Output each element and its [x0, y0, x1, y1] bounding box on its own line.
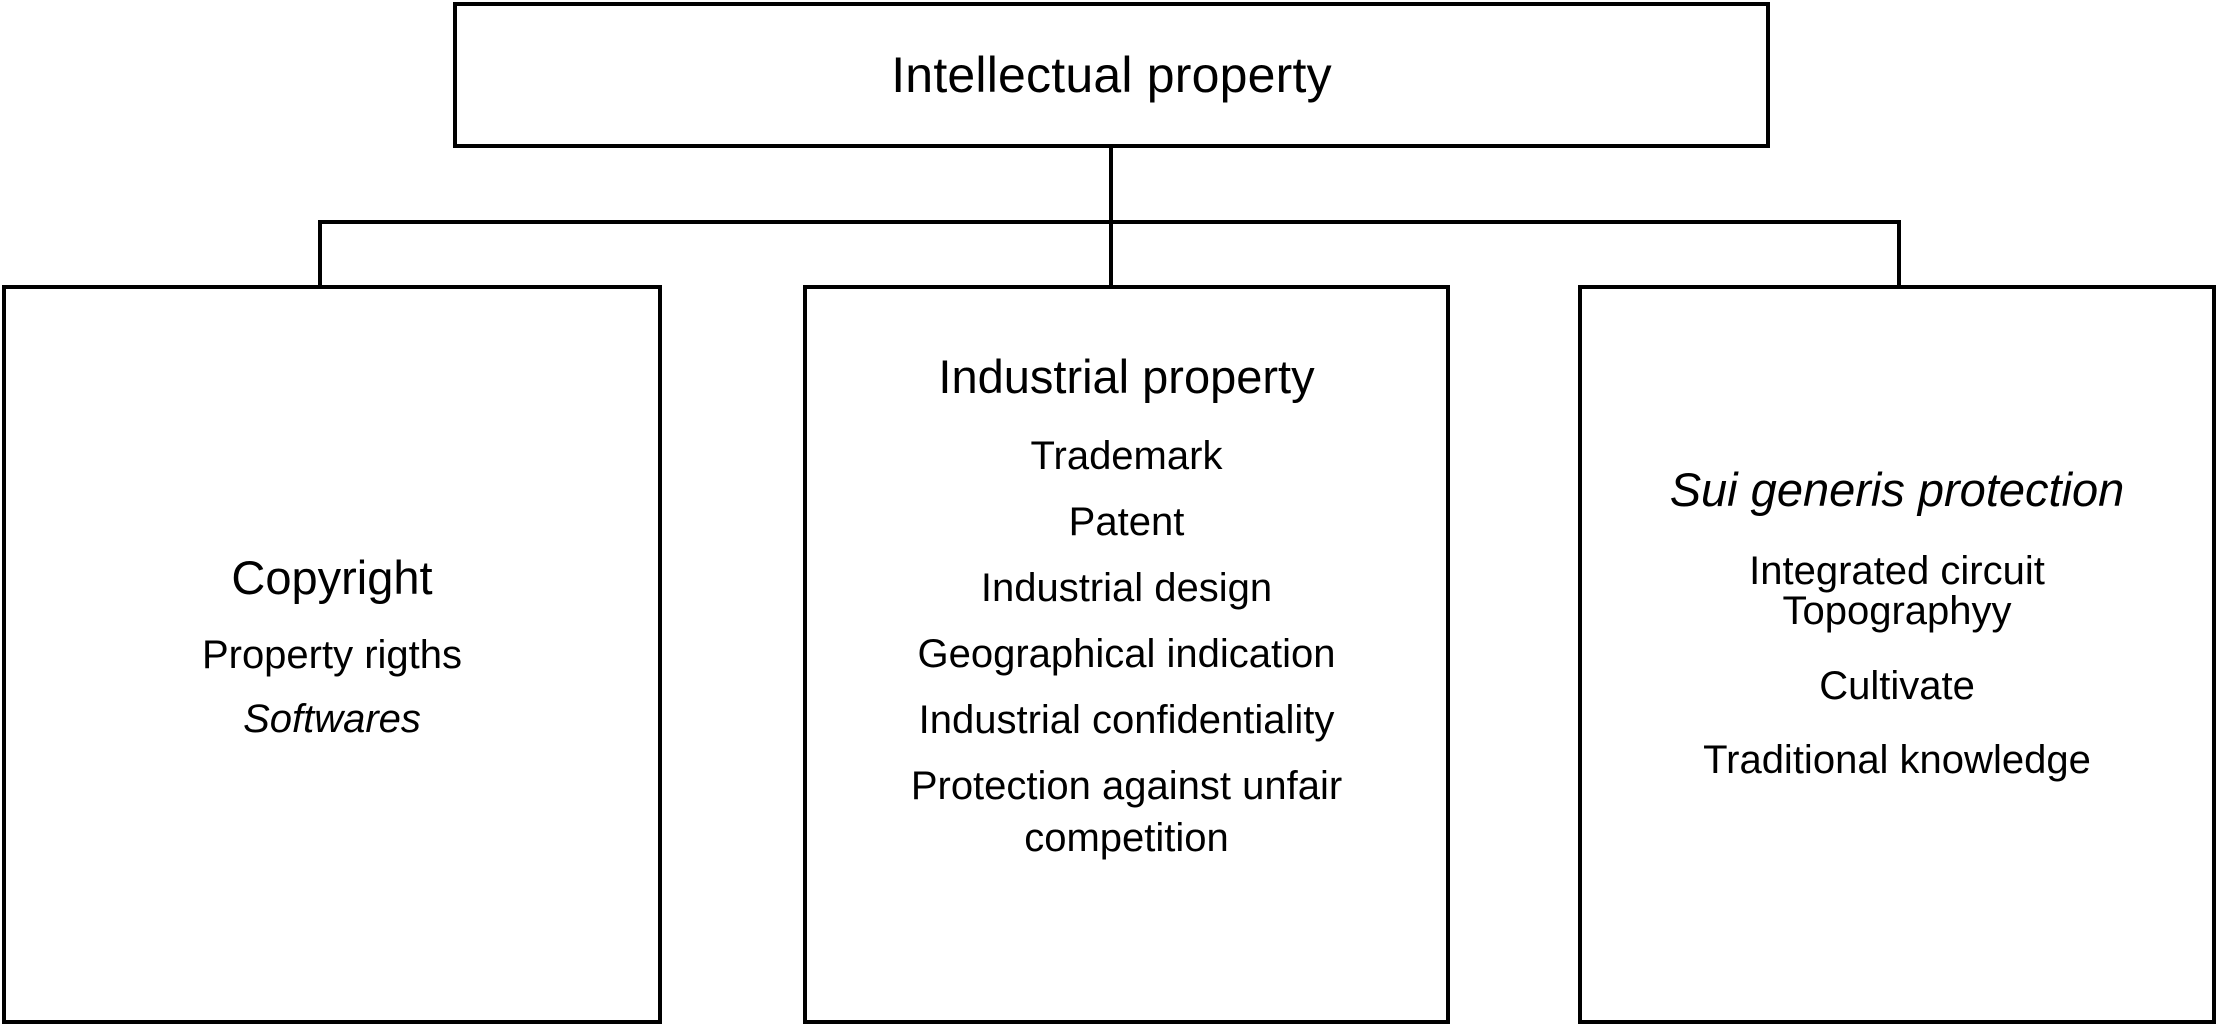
- list-item: Softwares: [243, 696, 421, 741]
- list-item: Property rigths: [201, 632, 463, 677]
- connector-drop-copyright: [318, 220, 322, 287]
- connector-drop-industrial: [1109, 220, 1113, 287]
- list-item: Industrial confidentiality: [918, 697, 1335, 742]
- list-item: Cultivate: [1819, 664, 1975, 709]
- industrial-property-title: Industrial property: [938, 350, 1315, 403]
- sui-generis-protection-title: Sui generis protection: [1669, 463, 2125, 516]
- industrial-property-item-list: Trademark Patent Industrial design Geogr…: [807, 430, 1446, 878]
- connector-drop-suigeneris: [1897, 220, 1901, 287]
- list-item: Industrial design: [980, 565, 1273, 610]
- root-node-label: Intellectual property: [891, 47, 1332, 103]
- sui-generis-item-list: Integrated circuit Topographyy Cultivate…: [1582, 549, 2212, 809]
- list-item: Patent: [1068, 499, 1185, 544]
- copyright-item-list: Property rigths Softwares: [6, 629, 658, 757]
- node-intellectual-property: Intellectual property: [453, 2, 1770, 148]
- list-item: Integrated circuit: [1749, 548, 2045, 593]
- list-item: Trademark: [1030, 433, 1223, 478]
- node-sui-generis-protection: Sui generis protection Integrated circui…: [1578, 285, 2216, 1024]
- node-copyright: Copyright Property rigths Softwares: [2, 285, 662, 1024]
- connector-root-stem: [1109, 146, 1113, 224]
- list-item: Topographyy: [1782, 589, 2012, 634]
- list-item: Traditional knowledge: [1703, 738, 2091, 783]
- node-industrial-property: Industrial property Trademark Patent Ind…: [803, 285, 1450, 1024]
- list-item: Protection against unfair competition: [910, 763, 1343, 860]
- list-item: Geographical indication: [917, 631, 1336, 676]
- copyright-title: Copyright: [231, 551, 433, 605]
